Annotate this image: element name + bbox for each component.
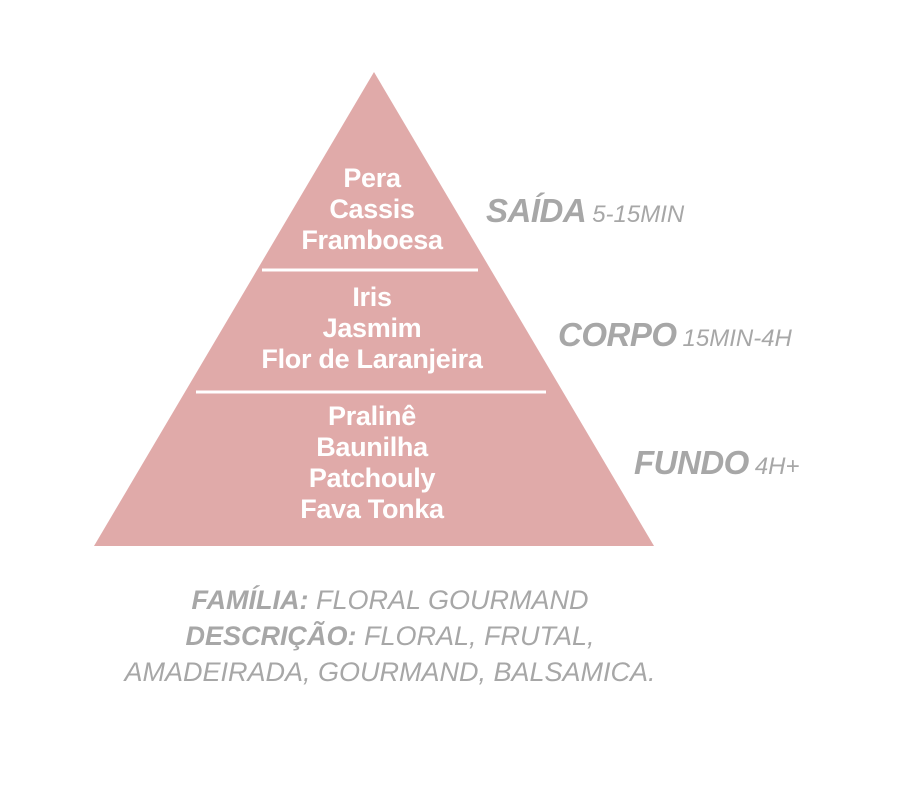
layer-duration: 5-15MIN xyxy=(592,201,685,228)
note-item: Baunilha xyxy=(316,432,428,462)
base-notes: Pralinê Baunilha Patchouly Fava Tonka xyxy=(172,401,572,525)
layer-duration: 4H+ xyxy=(754,453,800,480)
top-notes: Pera Cassis Framboesa xyxy=(172,163,572,256)
layer-name: CORPO xyxy=(558,316,677,353)
family-value: FLORAL GOURMAND xyxy=(308,585,589,615)
description-value-2: AMADEIRADA, GOURMAND, BALSAMICA. xyxy=(124,657,656,687)
note-item: Patchouly xyxy=(308,463,436,493)
note-item: Flor de Laranjeira xyxy=(261,344,483,374)
layer-name: FUNDO xyxy=(634,444,749,481)
note-item: Cassis xyxy=(329,194,415,224)
layer-duration: 15MIN-4H xyxy=(682,325,792,352)
description-line-1: DESCRIÇÃO: FLORAL, FRUTAL, xyxy=(90,618,690,654)
note-item: Jasmim xyxy=(322,313,422,343)
note-item: Pralinê xyxy=(328,401,416,431)
family-line: FAMÍLIA: FLORAL GOURMAND xyxy=(90,582,690,618)
pyramid-triangle xyxy=(94,72,654,546)
note-item: Framboesa xyxy=(301,225,443,255)
note-item: Pera xyxy=(343,163,401,193)
layer-name: SAÍDA xyxy=(486,192,587,229)
description-value-1: FLORAL, FRUTAL, xyxy=(356,621,595,651)
note-item: Fava Tonka xyxy=(300,494,444,524)
heart-notes: Iris Jasmim Flor de Laranjeira xyxy=(172,282,572,375)
description-line-2: AMADEIRADA, GOURMAND, BALSAMICA. xyxy=(90,654,690,690)
family-label: FAMÍLIA: xyxy=(191,585,309,615)
description-label: DESCRIÇÃO: xyxy=(185,621,357,651)
fragrance-info: FAMÍLIA: FLORAL GOURMAND DESCRIÇÃO: FLOR… xyxy=(90,582,690,690)
note-item: Iris xyxy=(352,282,392,312)
